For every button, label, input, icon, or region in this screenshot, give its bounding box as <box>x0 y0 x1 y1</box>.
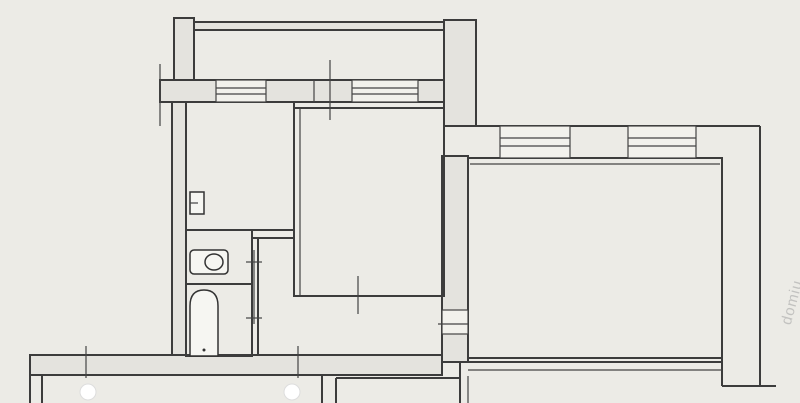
window-kitchen <box>215 79 267 103</box>
living-room-outline <box>467 157 723 359</box>
wall-column-right <box>443 19 477 127</box>
bath-outline <box>185 229 253 357</box>
window-living-1 <box>499 125 571 159</box>
door-marks <box>85 60 468 378</box>
room-outline <box>293 107 445 297</box>
window-room <box>351 79 419 103</box>
wall-left <box>171 101 187 359</box>
wall-bottom <box>29 354 443 376</box>
wall-top <box>193 21 445 31</box>
windows <box>215 79 697 335</box>
partitions <box>29 101 776 403</box>
fixtures <box>79 191 301 401</box>
window-side <box>441 309 469 335</box>
wall-column-top <box>173 17 195 81</box>
bathtub-icon <box>189 289 219 357</box>
window-living-2 <box>627 125 697 159</box>
